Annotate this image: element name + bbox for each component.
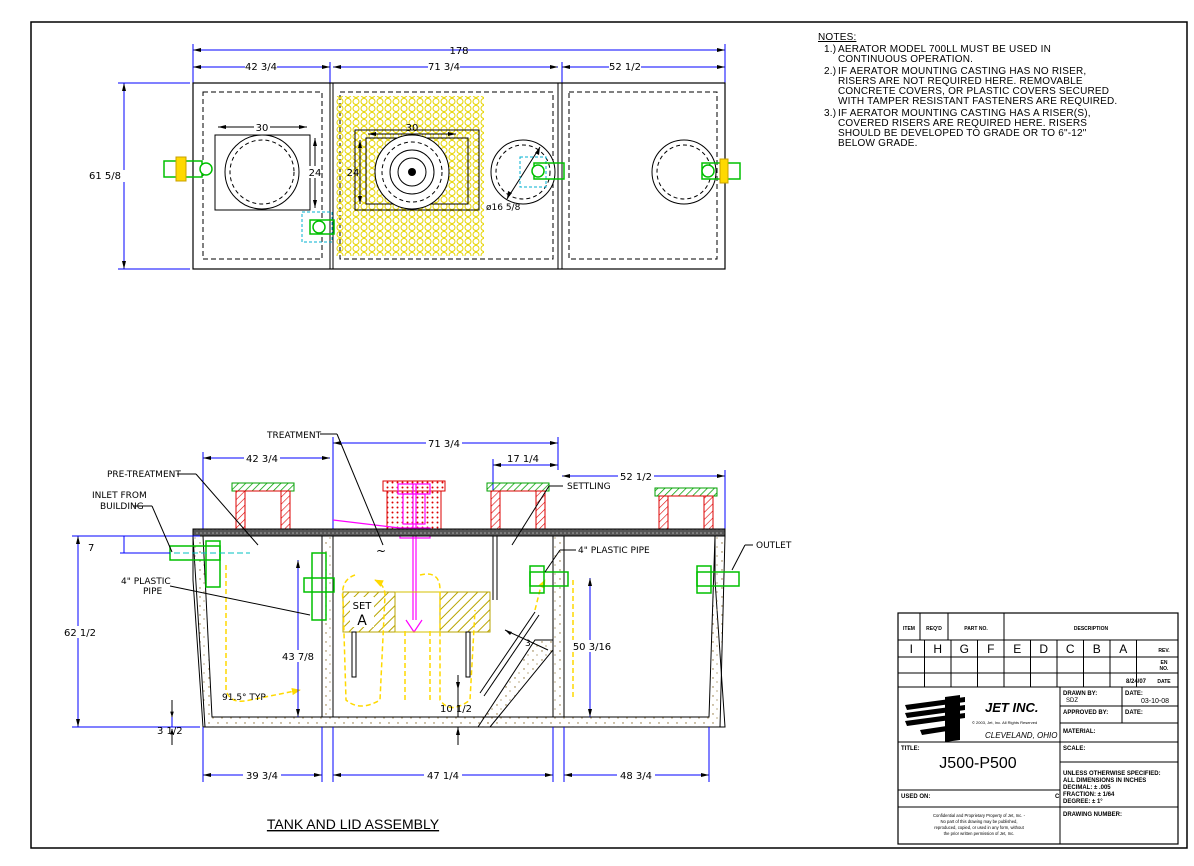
section-dim-3: 3 1/2 bbox=[157, 726, 183, 737]
tb-tol-2: ALL DIMENSIONS IN INCHES bbox=[1063, 778, 1146, 784]
set-letter: A bbox=[357, 613, 367, 629]
section-dim-50: 50 3/16 bbox=[573, 642, 611, 653]
tb-date-col: DATE bbox=[1157, 679, 1171, 685]
tb-material-label: MATERIAL: bbox=[1063, 729, 1096, 735]
tb-tol-3: DECIMAL: ± .005 bbox=[1063, 785, 1111, 791]
inlet-label-2: BUILDING bbox=[100, 502, 144, 512]
tb-scale-label: SCALE: bbox=[1063, 746, 1085, 752]
tb-rev-letter: H bbox=[933, 642, 942, 656]
tb-drawn-by-label: DRAWN BY: bbox=[1063, 691, 1097, 697]
angle-label: 91.5° TYP bbox=[222, 693, 266, 703]
plan-seg3-dim: 52 1/2 bbox=[609, 62, 641, 73]
note-item: 1.)AERATOR MODEL 700LL MUST BE USED IN C… bbox=[818, 45, 1168, 65]
drawing-caption: TANK AND LID ASSEMBLY bbox=[267, 816, 440, 832]
tb-rev-letter: D bbox=[1039, 642, 1048, 656]
tb-head-reqd: REQ'D bbox=[926, 626, 942, 632]
tb-rev-letter: B bbox=[1093, 642, 1101, 656]
tb-conf-2: No part of this drawing may be published… bbox=[940, 819, 1017, 824]
section-dim-47: 47 1/4 bbox=[427, 771, 459, 782]
tb-company: JET INC. bbox=[985, 700, 1038, 715]
lid1-height-dim: 24 bbox=[309, 168, 322, 179]
plan-height-dim: 61 5/8 bbox=[89, 171, 121, 182]
tb-date-label: DATE: bbox=[1125, 691, 1143, 697]
inlet-label-1: INLET FROM bbox=[92, 491, 147, 501]
section-dim-7: 7 bbox=[88, 543, 94, 554]
tb-drawing-number-label: DRAWING NUMBER: bbox=[1063, 812, 1122, 818]
section-dim-39: 39 3/4 bbox=[246, 771, 278, 782]
tb-title-label: TITLE: bbox=[901, 746, 920, 752]
tb-conf-3: reproduced, copied, or used in any form,… bbox=[934, 825, 1024, 830]
note-text: AERATOR MODEL 700LL MUST BE USED IN CONT… bbox=[838, 44, 1051, 65]
plan-view: 178 42 3/4 71 3/4 52 1/2 30 bbox=[84, 44, 741, 270]
section-dim-52: 52 1/2 bbox=[620, 472, 652, 483]
settling-label: SETTLING bbox=[567, 482, 611, 492]
tb-approved-label: APPROVED BY: bbox=[1063, 710, 1108, 716]
tb-title: J500-P500 bbox=[939, 755, 1016, 772]
tb-rev-letter: C bbox=[1066, 642, 1075, 656]
outlet-label: OUTLET bbox=[756, 541, 792, 551]
section-dim-48: 48 3/4 bbox=[620, 771, 652, 782]
tb-tol-5: DEGREE: ± 1° bbox=[1063, 799, 1103, 805]
tb-date2-label: DATE: bbox=[1125, 710, 1143, 716]
plan-seg1-dim: 42 3/4 bbox=[245, 62, 277, 73]
note-number: 3.) bbox=[824, 108, 837, 119]
note-text: IF AERATOR MOUNTING CASTING HAS NO RISER… bbox=[838, 66, 1118, 107]
tb-no-label: NO. bbox=[1160, 666, 1170, 672]
tb-head-part: PART NO. bbox=[964, 626, 988, 632]
tb-rev-letter: F bbox=[987, 642, 994, 656]
note-item: 2.)IF AERATOR MOUNTING CASTING HAS NO RI… bbox=[818, 67, 1168, 107]
tb-conf-4: the prior written permission of Jet, Inc… bbox=[944, 831, 1015, 836]
note-text: IF AERATOR MOUNTING CASTING HAS A RISER(… bbox=[838, 108, 1091, 149]
title-block: ITEM REQ'D PART NO. DESCRIPTION I H G F E D C B… bbox=[897, 612, 1179, 845]
note-number: 2.) bbox=[824, 66, 837, 77]
tb-rev-letter: A bbox=[1119, 642, 1127, 656]
notes-block: NOTES: 1.)AERATOR MODEL 700LL MUST BE US… bbox=[818, 33, 1168, 149]
lid2-width-dim: 30 bbox=[406, 123, 419, 134]
tb-date: 03-10-08 bbox=[1141, 698, 1169, 705]
lid1-width-dim: 30 bbox=[256, 123, 269, 134]
tb-rev-letter: G bbox=[960, 642, 969, 656]
section-dim-10: 10 1/2 bbox=[440, 704, 472, 715]
plan-overall-dim: 178 bbox=[449, 46, 468, 57]
tb-rev-letter: I bbox=[910, 642, 913, 656]
tb-copyright: © 2003, Jet, Inc. All Rights Reserved bbox=[972, 720, 1037, 725]
plan-seg2-dim: 71 3/4 bbox=[428, 62, 460, 73]
tb-head-item: ITEM bbox=[903, 626, 915, 632]
notes-heading: NOTES: bbox=[818, 32, 857, 43]
section-dim-17: 17 1/4 bbox=[507, 454, 539, 465]
section-dim-62: 62 1/2 bbox=[64, 628, 96, 639]
tb-rev-label: REV. bbox=[1158, 648, 1170, 654]
section-view: 42 3/4 71 3/4 17 1/4 52 1/2 bbox=[60, 431, 792, 782]
pipe-left-label-1: 4" PLASTIC bbox=[121, 577, 171, 587]
tb-c-mark: C bbox=[1055, 794, 1060, 800]
jet-logo bbox=[905, 695, 965, 742]
tb-used-on: USED ON: bbox=[901, 794, 930, 800]
tb-rev-letter: E bbox=[1013, 642, 1021, 656]
tb-city: CLEVELAND, OHIO bbox=[985, 731, 1057, 740]
pretreatment-label: PRE-TREATMENT bbox=[107, 470, 181, 480]
pipe-left-label-2: PIPE bbox=[143, 587, 163, 597]
riser-diameter-dim: ø16 5/8 bbox=[486, 203, 521, 213]
tb-conf-1: Confidential and Proprietary Property of… bbox=[933, 813, 1026, 818]
pipe-right-label: 4" PLASTIC PIPE bbox=[578, 546, 650, 556]
section-dim-43: 43 7/8 bbox=[282, 652, 314, 663]
small-dim-3: 3 bbox=[525, 639, 531, 649]
treatment-level-mark: ~ bbox=[376, 544, 386, 558]
note-number: 1.) bbox=[824, 44, 837, 55]
tb-tol-4: FRACTION: ± 1/64 bbox=[1063, 792, 1115, 798]
tb-en-label: EN bbox=[1161, 660, 1168, 666]
treatment-label: TREATMENT bbox=[266, 431, 322, 441]
tb-rev-date: 8/24/07 bbox=[1126, 679, 1147, 685]
section-dim-42: 42 3/4 bbox=[246, 454, 278, 465]
tb-head-desc: DESCRIPTION bbox=[1074, 626, 1109, 632]
note-item: 3.)IF AERATOR MOUNTING CASTING HAS A RIS… bbox=[818, 109, 1168, 149]
set-label: SET bbox=[353, 601, 373, 612]
tb-tol-1: UNLESS OTHERWISE SPECIFIED: bbox=[1063, 771, 1161, 777]
lid2-height-dim: 24 bbox=[347, 168, 360, 179]
section-dim-71: 71 3/4 bbox=[428, 439, 460, 450]
aerator bbox=[332, 483, 431, 634]
tb-drawn-by: SDZ bbox=[1066, 698, 1078, 704]
